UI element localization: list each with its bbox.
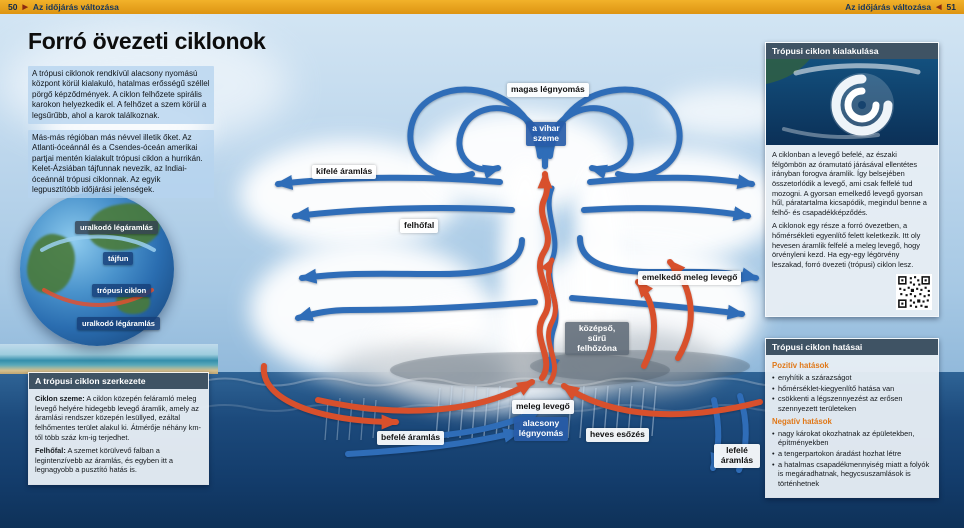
header-right: Az időjárás változása ◀ 51 bbox=[845, 2, 956, 12]
list-item: a hatalmas csapadékmennyiség miatt a fol… bbox=[772, 460, 932, 489]
effects-box: Trópusi ciklon hatásai Pozitív hatások e… bbox=[765, 338, 939, 498]
definition-term: Felhőfal: bbox=[35, 446, 66, 456]
negative-effects-list: nagy károkat okozhatnak az épületekben, … bbox=[772, 429, 932, 489]
cloud bbox=[500, 160, 550, 380]
formation-box-body: A ciklonban a levegő befelé, az északi f… bbox=[766, 145, 938, 316]
page-number-right: 51 bbox=[946, 2, 956, 12]
label-heavy-rain: heves esőzés bbox=[586, 428, 649, 442]
cyclone-satellite-image bbox=[766, 59, 938, 145]
list-item: a tengerpartokon áradást hozhat létre bbox=[772, 449, 932, 459]
definition-text: A szemet körülvevő falban a legintenzíve… bbox=[35, 446, 174, 475]
intro-paragraph: A trópusi ciklonok rendkívül alacsony ny… bbox=[28, 66, 214, 124]
chapter-title-left: Az időjárás változása bbox=[32, 2, 119, 12]
effects-box-body: Pozitív hatások enyhítik a szárazságot h… bbox=[766, 355, 938, 497]
formation-paragraph: A ciklonban a levegő befelé, az északi f… bbox=[772, 150, 927, 217]
arrow-right-icon: ▶ bbox=[22, 3, 28, 11]
beach-photo bbox=[0, 344, 218, 374]
structure-box-title: A trópusi ciklon szerkezete bbox=[29, 373, 208, 389]
list-item: csökkenti a légszennyezést az erősen sze… bbox=[772, 394, 932, 413]
header-left: 50 ▶ Az időjárás változása bbox=[8, 2, 119, 12]
definition-text: A ciklon közepén feláramló meleg levegő … bbox=[35, 394, 201, 442]
positive-effects-heading: Pozitív hatások bbox=[772, 361, 829, 370]
globe-label-tropical-cyclone: trópusi ciklon bbox=[92, 284, 152, 297]
page-title: Forró övezeti ciklonok bbox=[28, 28, 266, 54]
effects-box-title: Trópusi ciklon hatásai bbox=[766, 339, 938, 355]
arrow-left-icon: ◀ bbox=[936, 3, 942, 11]
label-cloud-wall: felhőfal bbox=[400, 219, 439, 233]
label-high-pressure: magas légnyomás bbox=[507, 83, 589, 97]
negative-effects-heading: Negatív hatások bbox=[772, 416, 832, 426]
label-low-pressure: alacsony légnyomás bbox=[514, 417, 568, 441]
page-header: 50 ▶ Az időjárás változása Az időjárás v… bbox=[0, 0, 964, 14]
globe-label-typhoon: tájfun bbox=[103, 252, 134, 265]
label-inflow: befelé áramlás bbox=[377, 431, 445, 445]
label-downflow: lefelé áramlás bbox=[714, 444, 760, 468]
definition: Ciklon szeme: A ciklon közepén feláramló… bbox=[35, 394, 202, 442]
structure-box: A trópusi ciklon szerkezete Ciklon szeme… bbox=[28, 372, 209, 485]
globe-label-prevailing-bottom: uralkodó légáramlás bbox=[77, 317, 160, 330]
label-rising-warm-air: emelkedő meleg levegő bbox=[638, 271, 742, 285]
definition-term: Ciklon szeme: bbox=[35, 394, 85, 403]
qr-code bbox=[896, 273, 932, 310]
globe-label-prevailing-top: uralkodó légáramlás bbox=[75, 221, 158, 234]
list-item: hőmérséklet-kiegyenlítő hatása van bbox=[772, 384, 932, 394]
positive-effects-list: enyhítik a szárazságot hőmérséklet-kiegy… bbox=[772, 373, 932, 414]
chapter-title-right: Az időjárás változása bbox=[845, 2, 932, 12]
storm-cloud bbox=[330, 345, 510, 405]
intro-text: A trópusi ciklonok rendkívül alacsony ny… bbox=[28, 66, 214, 204]
definition: Felhőfal: A szemet körülvevő falban a le… bbox=[35, 446, 202, 475]
label-warm-air: meleg levegő bbox=[512, 400, 574, 414]
formation-box: Trópusi ciklon kialakulása A ciklonban a… bbox=[765, 42, 939, 317]
formation-paragraph: A ciklonok egy része a forró övezetben, … bbox=[772, 221, 921, 269]
formation-box-title: Trópusi ciklon kialakulása bbox=[766, 43, 938, 59]
structure-box-body: Ciklon szeme: A ciklon közepén feláramló… bbox=[29, 389, 208, 484]
list-item: enyhítik a szárazságot bbox=[772, 373, 932, 383]
label-outflow: kifelé áramlás bbox=[312, 165, 377, 179]
label-storm-eye: a vihar szeme bbox=[526, 122, 566, 146]
label-central-cloud-zone: középső, sűrű felhőzóna bbox=[565, 322, 629, 356]
page-number-left: 50 bbox=[8, 2, 18, 12]
list-item: nagy károkat okozhatnak az épületekben, … bbox=[772, 429, 932, 448]
intro-paragraph: Más-más régióban más névvel illetik őket… bbox=[28, 129, 214, 199]
